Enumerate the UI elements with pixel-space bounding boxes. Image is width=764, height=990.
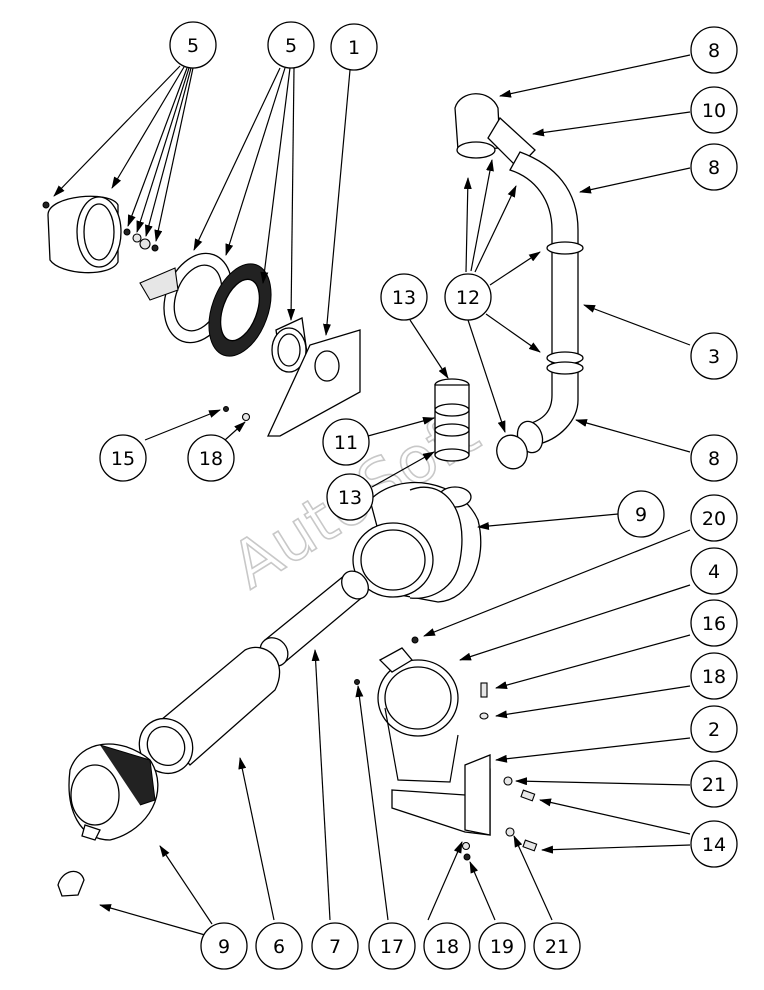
connector-tube-part (434, 378, 470, 462)
callout-13b: 13 (326, 473, 374, 521)
callout-4: 4 (690, 547, 738, 595)
mounting-bracket-part (391, 754, 491, 836)
parts-drawing (42, 93, 584, 897)
callout-8c: 8 (690, 434, 738, 482)
callout-5b: 5 (267, 21, 315, 69)
callout-17: 17 (368, 922, 416, 970)
callout-14-label: 14 (702, 834, 726, 856)
inner-sleeve-part (271, 317, 309, 373)
callout-8a: 8 (690, 26, 738, 74)
callout-18b: 18 (690, 652, 738, 700)
callout-20: 20 (690, 494, 738, 542)
callout-11: 11 (322, 418, 370, 466)
callout-1-label: 1 (348, 37, 360, 59)
callout-13a: 13 (380, 273, 428, 321)
callout-13b-label: 13 (338, 487, 362, 509)
precleaner-cap-part (42, 195, 159, 274)
callout-7: 7 (311, 922, 359, 970)
callout-13a-label: 13 (392, 287, 416, 309)
callout-18b-label: 18 (702, 666, 726, 688)
air-cleaner-housing-part (352, 481, 482, 603)
dust-valve-part (57, 870, 85, 897)
callout-5a-label: 5 (187, 35, 199, 57)
callout-2-label: 2 (708, 719, 720, 741)
callout-15: 15 (99, 434, 147, 482)
screw-part-15 (223, 406, 229, 412)
callout-14: 14 (690, 820, 738, 868)
leader-lines (53, 54, 691, 936)
callout-6: 6 (255, 922, 303, 970)
callout-8c-label: 8 (708, 448, 720, 470)
callout-9a-label: 9 (635, 504, 647, 526)
callout-21a: 21 (690, 760, 738, 808)
callout-1: 1 (330, 23, 378, 71)
callout-bubbles: 5 5 1 8 10 8 13 12 (99, 21, 738, 970)
callout-10: 10 (690, 86, 738, 134)
callout-19-label: 19 (490, 936, 514, 958)
callout-21b: 21 (533, 922, 581, 970)
callout-18c: 18 (423, 922, 471, 970)
callout-20-label: 20 (702, 508, 726, 530)
cyclone-impeller-part (139, 252, 272, 357)
callout-15-label: 15 (111, 448, 135, 470)
callout-5b-label: 5 (285, 35, 297, 57)
callout-5a: 5 (169, 21, 217, 69)
callout-16: 16 (690, 599, 738, 647)
washer-part-18 (241, 412, 251, 422)
callout-2: 2 (690, 705, 738, 753)
callout-12-label: 12 (456, 287, 480, 309)
callout-3-label: 3 (708, 346, 720, 368)
callout-18a-label: 18 (199, 448, 223, 470)
callout-11-label: 11 (334, 432, 358, 454)
callout-18c-label: 18 (435, 936, 459, 958)
callout-3: 3 (690, 332, 738, 380)
callout-21a-label: 21 (702, 774, 726, 796)
intake-pipe-part (454, 93, 584, 470)
callout-16-label: 16 (702, 613, 726, 635)
end-cover-part (68, 743, 159, 841)
callout-10-label: 10 (702, 100, 726, 122)
callout-21b-label: 21 (545, 936, 569, 958)
callout-9b: 9 (200, 922, 248, 970)
mounting-plate-part (266, 329, 361, 437)
callout-6-label: 6 (273, 936, 285, 958)
callout-8b: 8 (690, 143, 738, 191)
callout-17-label: 17 (380, 936, 404, 958)
callout-9a: 9 (617, 490, 665, 538)
callout-9b-label: 9 (218, 936, 230, 958)
callout-8b-label: 8 (708, 157, 720, 179)
fasteners-part (354, 636, 538, 861)
main-filter-element-part (138, 646, 281, 775)
mounting-band-part (377, 647, 459, 783)
callout-7-label: 7 (329, 936, 341, 958)
callout-19: 19 (478, 922, 526, 970)
callout-4-label: 4 (708, 561, 720, 583)
callout-12: 12 (444, 273, 492, 321)
callout-8a-label: 8 (708, 40, 720, 62)
callout-18a: 18 (187, 434, 235, 482)
